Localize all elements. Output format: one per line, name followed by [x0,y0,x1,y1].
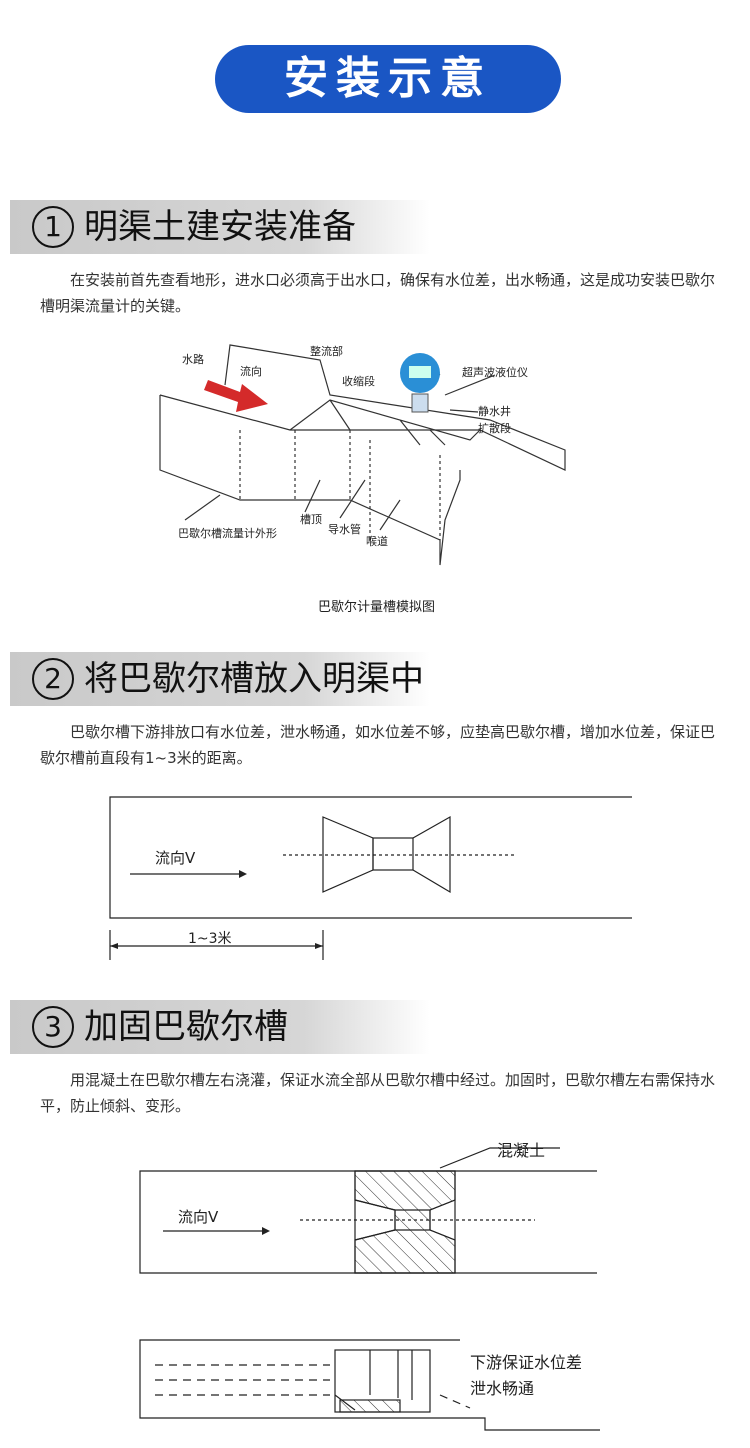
concrete-fill [354,1170,456,1274]
flume-outline [354,1199,456,1241]
distance-label: 1~3米 [188,931,232,947]
label-diffusion: 扩散段 [478,421,511,435]
step-number: 3 [32,1006,74,1048]
label-water-path: 水路 [182,353,204,366]
concrete-leader-line [439,1147,560,1169]
ultrasonic-sensor-icon [400,353,440,413]
leader-lines-right [444,374,496,413]
leader-lines [184,359,441,531]
section-2-header: 2 将巴歇尔槽放入明渠中 [10,652,430,706]
label-contraction: 收缩段 [342,374,375,388]
flume-frame [289,399,481,446]
section-3-header: 3 加固巴歇尔槽 [10,1000,430,1054]
side-view-diagram [139,1339,600,1431]
section-2-text: 巴歇尔槽下游排放口有水位差，泄水畅通，如水位差不够，应垫高巴歇尔槽，增加水位差，… [40,723,716,767]
step-number: 1 [32,206,74,248]
label-flow-direction: 流向 [240,364,262,378]
section-title: 明渠土建安装准备 [84,207,356,247]
section-1-header: 1 明渠土建安装准备 [10,200,430,254]
flow-label: 流向V [155,849,196,867]
side-label-2: 泄水畅通 [470,1379,534,1398]
flow-label: 流向V [178,1208,219,1226]
flume-diverging [412,815,451,894]
section-1-text: 在安装前首先查看地形，进水口必须高于出水口，确保有水位差，出水畅通，这是成功安装… [40,271,716,315]
figure-caption: 巴歇尔计量槽模拟图 [318,600,435,615]
step-number: 2 [32,658,74,700]
label-stilling-well: 静水井 [478,404,511,418]
section-title: 加固巴歇尔槽 [84,1007,288,1047]
section-3-text: 用混凝土在巴歇尔槽左右浇灌，保证水流全部从巴歇尔槽中经过。加固时，巴歇尔槽左右需… [40,1071,716,1115]
label-rectifier: 整流部 [310,344,343,358]
label-throat: 喉道 [366,534,388,548]
flume-throat [372,837,414,871]
flow-arrow-icon [204,380,268,412]
label-ultrasonic: 超声波液位仪 [462,365,528,379]
flume-top-outline [159,344,566,471]
page-title-banner: 安装示意 [215,45,561,113]
section-title: 将巴歇尔槽放入明渠中 [84,659,424,699]
channel-outline [109,796,632,919]
label-guide-pipe: 导水管 [328,522,361,536]
concrete-label: 混凝土 [497,1141,545,1160]
label-outline: 巴歇尔槽流量计外形 [178,526,277,540]
flume-body-outline [159,395,461,566]
side-label-1: 下游保证水位差 [470,1353,582,1372]
dimension-line [109,930,324,960]
label-trough-top: 槽顶 [300,513,322,526]
